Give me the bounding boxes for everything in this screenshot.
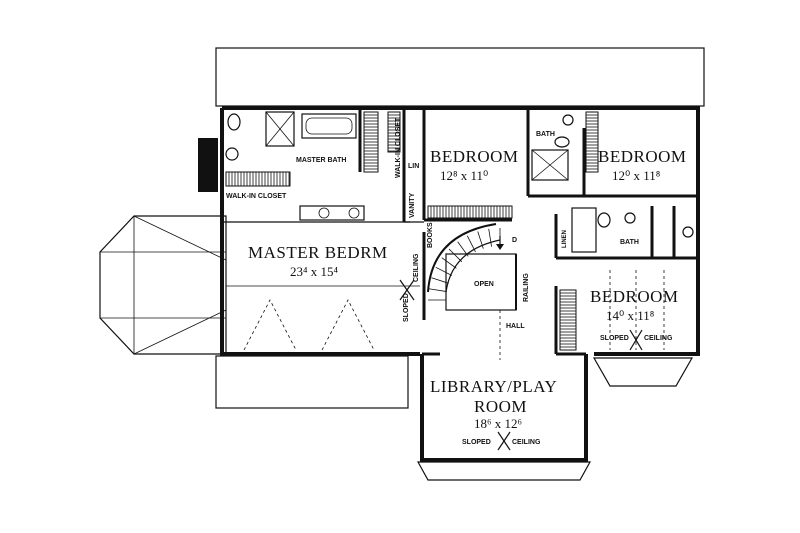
vanity-counter [299, 205, 365, 221]
toilet-icon-3 [597, 212, 611, 228]
bath-label-2: BATH [620, 239, 639, 246]
interior-walls [220, 108, 698, 356]
walk-in-closet-vertical-label: WALK-IN CLOSET [395, 117, 402, 178]
bath-shower [531, 149, 569, 181]
bathtub-2 [571, 207, 597, 253]
staircase [427, 223, 517, 360]
bedroom-bay-roof [592, 357, 694, 387]
library-title-line1: LIBRARY/PLAY [430, 377, 557, 396]
ceiling-markers [226, 270, 665, 451]
ceiling-master-label: CEILING [413, 253, 420, 282]
books-label: BOOKS [427, 222, 434, 248]
bedroom-3-dim: 14⁰ x 11⁸ [606, 308, 655, 323]
bath-label-1: BATH [536, 131, 555, 138]
sink-icon-2 [562, 114, 574, 126]
railing-label: RAILING [523, 273, 530, 302]
bedroom-2-title: BEDROOM [598, 147, 687, 166]
walk-in-closet-label: WALK-IN CLOSET [226, 193, 287, 200]
ceiling-library-label: CEILING [512, 439, 541, 446]
sloped-master-label: SLOPED [403, 293, 410, 322]
exterior-walls [198, 106, 700, 462]
master-bath-label: MASTER BATH [296, 157, 346, 164]
left-bay-roof [99, 215, 227, 355]
bedroom-2-dim: 12⁰ x 11⁸ [612, 168, 661, 183]
roof-outlines [99, 47, 705, 481]
small-labels: MASTER BATH WALK-IN CLOSET WALK-IN CLOSE… [226, 117, 673, 446]
chimney [198, 138, 218, 192]
room-labels: BEDROOM 12⁸ x 11⁰ BEDROOM 12⁰ x 11⁸ MAST… [248, 147, 687, 431]
sloped-library-label: SLOPED [462, 439, 491, 446]
top-roof [215, 47, 705, 107]
bottom-left-roof [215, 355, 409, 409]
bedroom-1-title: BEDROOM [430, 147, 519, 166]
toilet-icon [227, 113, 241, 131]
stair-down-label: D [512, 237, 517, 244]
shower [265, 111, 295, 147]
sink-icon [225, 147, 239, 161]
lin-label: LIN [408, 163, 419, 170]
library-dim: 18⁶ x 12⁶ [474, 416, 522, 431]
sloped-bedroom-label: SLOPED [600, 335, 629, 342]
bedroom-3-title: BEDROOM [590, 287, 679, 306]
open-label: OPEN [474, 281, 494, 288]
hall-label: HALL [506, 323, 525, 330]
ceiling-bedroom-label: CEILING [644, 335, 673, 342]
toilet-icon-2 [554, 136, 570, 148]
fixtures [225, 111, 694, 253]
vanity-label: VANITY [409, 193, 416, 218]
bedroom-1-dim: 12⁸ x 11⁰ [440, 168, 488, 183]
library-roof [416, 461, 592, 481]
master-bedroom-title: MASTER BEDRM [248, 243, 388, 262]
master-bedroom-dim: 23⁴ x 15⁴ [290, 264, 339, 279]
bathtub [301, 113, 357, 139]
linen-label: LINEN [562, 230, 568, 248]
sink-icon-3 [624, 212, 636, 224]
sink-icon-4 [682, 226, 694, 238]
closet-shelving [225, 111, 599, 351]
library-title-line2: ROOM [474, 397, 527, 416]
